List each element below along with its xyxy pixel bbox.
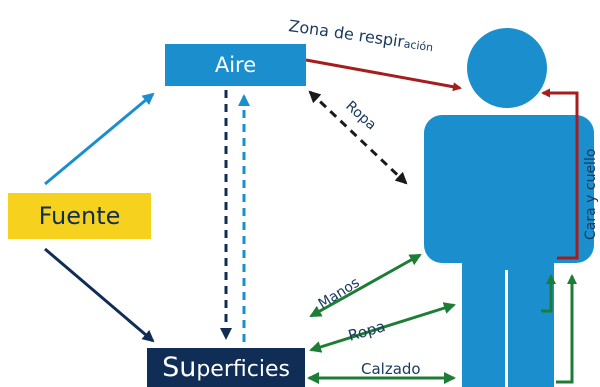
node-superficies: Superficies	[147, 348, 305, 387]
label-calzado: Calzado	[361, 360, 421, 378]
label-zona-respiracion: Zona de respiración	[287, 16, 434, 55]
node-fuente: Fuente	[8, 193, 151, 239]
arrow-ropa-superficies	[309, 302, 456, 353]
arrow-fuente-aire	[44, 92, 155, 186]
arrow-green-bracket-inner	[541, 274, 556, 313]
label-ropa-superficies: Ropa	[346, 317, 387, 345]
node-superficies-label: Superficies	[162, 352, 290, 383]
arrow-fuente-superficies	[44, 247, 155, 343]
arrow-zona-respiracion	[305, 58, 462, 92]
node-aire-label: Aire	[214, 53, 257, 77]
node-aire: Aire	[165, 44, 306, 86]
human-figure-icon	[424, 28, 594, 387]
human-leg-gap	[505, 270, 508, 387]
label-cara-cuello: Cara y cuello	[583, 149, 599, 240]
label-manos: Manos	[316, 275, 363, 313]
arrow-cara-cuello	[541, 88, 579, 260]
label-ropa-aire: Ropa	[342, 98, 379, 133]
arrow-green-bracket-outer	[556, 274, 577, 384]
node-fuente-label: Fuente	[38, 202, 121, 230]
